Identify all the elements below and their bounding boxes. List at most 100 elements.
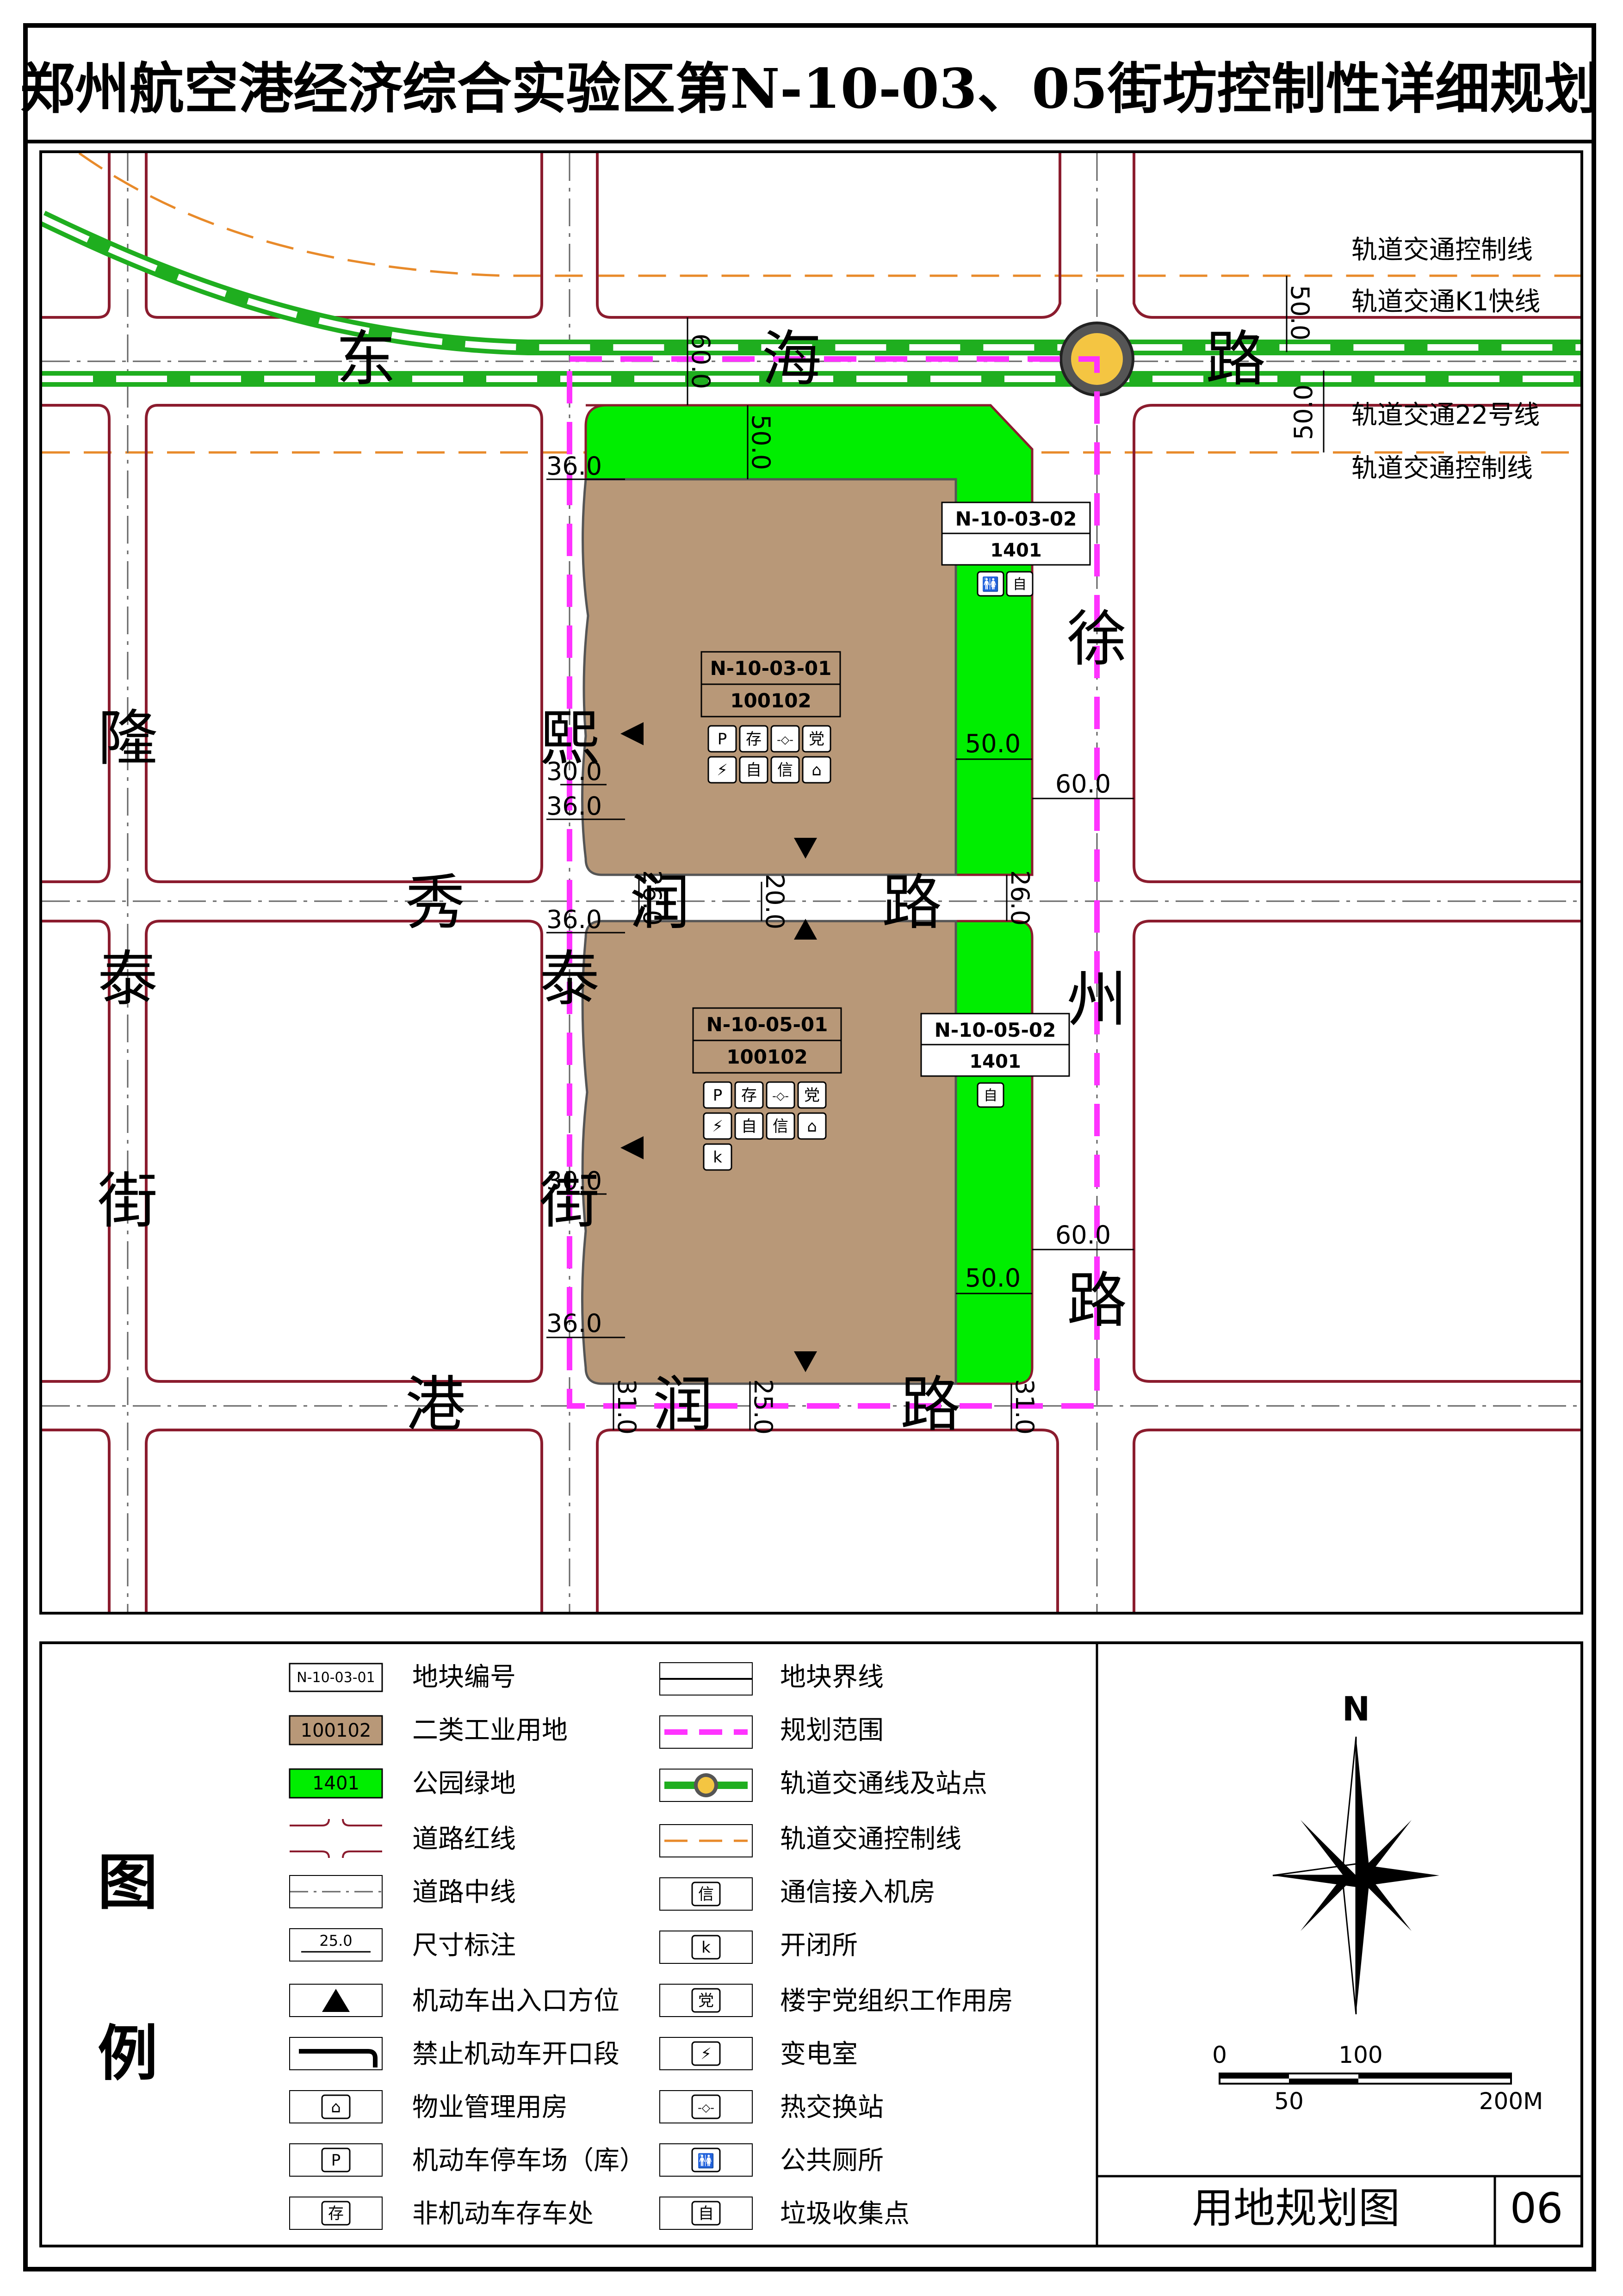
- parcel-code-0501: 100102: [726, 1046, 807, 1068]
- switching-station-icon: k: [703, 1143, 732, 1171]
- parcel-id-0302: N-10-03-02: [955, 507, 1077, 530]
- legend-sample: 25.0: [319, 1932, 352, 1949]
- property-management-icon: ⌂: [802, 756, 831, 784]
- svg-text:⾃: ⾃: [984, 1088, 997, 1104]
- scale-label: 0: [1212, 2042, 1227, 2068]
- road-name-char: 街: [539, 1166, 600, 1236]
- parcel-id-0301: N-10-03-01: [710, 657, 832, 680]
- svg-text:k: k: [713, 1148, 722, 1167]
- rail-k1-label: 轨道交通K1快线: [1351, 287, 1540, 317]
- garbage-point-icon: ⾃: [739, 756, 768, 784]
- vehicle-entrances: [620, 722, 817, 1372]
- svg-text:轨道交通线及站点: 轨道交通线及站点: [780, 1769, 987, 1799]
- garbage-point-icon: ⾃: [1006, 571, 1034, 597]
- bike-parking-icon: 存: [734, 1081, 764, 1109]
- road-name-char: 秀: [405, 867, 465, 938]
- legend-sample: 信: [698, 1885, 714, 1904]
- road-name-char: 路: [1067, 1265, 1127, 1336]
- svg-text:⾃: ⾃: [1013, 576, 1027, 593]
- legend-sample: ⚡: [700, 2045, 712, 2063]
- dim-label: 26.0: [638, 870, 667, 926]
- svg-text:道路红线: 道路红线: [412, 1824, 516, 1854]
- dim-label: 30.0: [546, 757, 602, 786]
- legend-left-labels: 地块编号 二类工业用地 公园绿地 道路红线 道路中线 尺寸标注 机动车出入口方位…: [412, 1662, 645, 2229]
- dimension-annotations: 60.0 50.0 50.0 50.0 36.0 30.0 36.0 50.0 …: [546, 276, 1325, 1435]
- svg-text:垃圾收集点: 垃圾收集点: [780, 2199, 910, 2229]
- svg-text:楼宇党组织工作用房: 楼宇党组织工作用房: [780, 1986, 1013, 2016]
- rail-labels: 轨道交通控制线 轨道交通K1快线 轨道交通22号线 轨道交通控制线: [1351, 235, 1540, 483]
- scale-label: 50: [1274, 2088, 1304, 2115]
- bike-parking-icon: 存: [739, 725, 768, 753]
- legend-sample: 党: [698, 1992, 714, 2010]
- garbage-point-icon: ⾃: [977, 1082, 1004, 1108]
- heat-exchange-icon: -◇-: [766, 1081, 795, 1109]
- plan-boundary: [567, 356, 1100, 1409]
- party-room-icon: 党: [797, 1081, 827, 1109]
- parcel-id-0501: N-10-05-01: [706, 1013, 828, 1036]
- svg-text:规划范围: 规划范围: [780, 1715, 884, 1745]
- drawing-number: 06: [1510, 2184, 1563, 2233]
- dim-label: 31.0: [1010, 1379, 1039, 1435]
- svg-text:🚻: 🚻: [982, 576, 999, 593]
- telecom-room-icon: 信: [766, 1112, 795, 1140]
- dim-label: 36.0: [546, 905, 602, 934]
- legend-sample: ⌂: [331, 2098, 341, 2117]
- svg-text:⾃: ⾃: [741, 1117, 757, 1136]
- road-red-lines: [42, 153, 1580, 1612]
- legend-sample: 100102: [301, 1720, 372, 1741]
- svg-text:P: P: [718, 730, 727, 749]
- parking-icon: P: [707, 725, 737, 753]
- dim-label: 60.0: [1055, 1220, 1111, 1250]
- svg-text:公园绿地: 公园绿地: [412, 1769, 516, 1799]
- svg-text:机动车出入口方位: 机动车出入口方位: [412, 1986, 619, 2016]
- dim-label: 36.0: [546, 1309, 602, 1338]
- svg-text:党: 党: [804, 1086, 820, 1105]
- legend-panel: 图 例 N-10-03-01 100102 1401 25.0 ⌂ P 存 地: [39, 1641, 1583, 2247]
- legend-title-2: 例: [98, 2018, 158, 2089]
- svg-text:机动车停车场（库）: 机动车停车场（库）: [412, 2146, 645, 2176]
- road-name-char: 东: [336, 324, 396, 394]
- dim-label: 50.0: [965, 729, 1021, 758]
- road-name-char: 隆: [98, 703, 158, 774]
- svg-text:轨道交通控制线: 轨道交通控制线: [780, 1824, 961, 1854]
- road-name-char: 润: [630, 867, 690, 938]
- rail-control-label: 轨道交通控制线: [1351, 235, 1533, 265]
- legend-sample: P: [331, 2151, 341, 2170]
- road-name-char: 海: [762, 324, 822, 394]
- svg-text:⌂: ⌂: [812, 761, 822, 780]
- dim-label: 50.0: [746, 415, 775, 470]
- garbage-point-icon: ⾃: [734, 1112, 764, 1140]
- legend-sample: ⾃: [698, 2204, 714, 2223]
- substation-icon: ⚡: [707, 756, 737, 784]
- scale-label: 100: [1338, 2042, 1382, 2068]
- svg-text:物业管理用房: 物业管理用房: [412, 2092, 568, 2123]
- parcel-industrial-0301: [581, 478, 957, 876]
- land-use-map: N-10-03-01 100102 N-10-03-02 1401 N-10-0…: [42, 153, 1580, 1612]
- parcel-code-0502: 1401: [969, 1051, 1021, 1072]
- legend-title-1: 图: [98, 1847, 158, 1918]
- svg-text:热交换站: 热交换站: [780, 2092, 884, 2123]
- road-name-char: 熙: [539, 703, 600, 774]
- road-name-char: 润: [653, 1369, 713, 1440]
- scale-bar: 0 100 50 200M: [1212, 2042, 1543, 2115]
- svg-text:地块编号: 地块编号: [412, 1662, 516, 1692]
- svg-text:信: 信: [773, 1117, 788, 1136]
- title-block: 郑州航空港经济综合实验区第N-10-03、05街坊控制性详细规划: [20, 28, 1599, 143]
- legend-sample: k: [701, 1938, 711, 1957]
- property-management-icon: ⌂: [797, 1112, 827, 1140]
- dim-label: 50.0: [965, 1263, 1021, 1293]
- road-name-char: 港: [405, 1369, 465, 1440]
- svg-text:-◇-: -◇-: [777, 733, 793, 746]
- road-name-char: 街: [98, 1166, 158, 1236]
- rail-control-label: 轨道交通控制线: [1351, 453, 1533, 483]
- dim-label: 60.0: [686, 334, 715, 389]
- north-arrow-icon: N: [1272, 1690, 1439, 2015]
- dim-label: 50.0: [1289, 384, 1318, 440]
- svg-text:禁止机动车开口段: 禁止机动车开口段: [412, 2039, 619, 2069]
- parcel-green-0502: [954, 920, 1034, 1385]
- dim-label: 50.0: [1285, 285, 1314, 340]
- dim-label: 31.0: [612, 1379, 641, 1435]
- drawing-title: 郑州航空港经济综合实验区第N-10-03、05街坊控制性详细规划: [20, 56, 1599, 121]
- road-name-char: 路: [900, 1369, 960, 1440]
- road-name-char: 路: [1206, 324, 1266, 394]
